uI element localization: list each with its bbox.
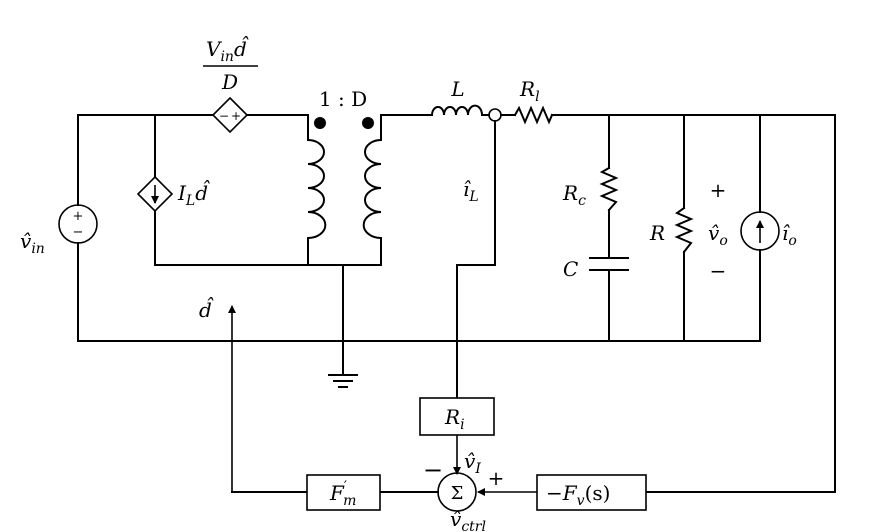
svg-text:Vind̂: Vind̂ [206, 35, 249, 65]
Fv-block [536, 474, 647, 511]
transformer [306, 117, 383, 240]
resistor-R [674, 206, 694, 254]
svg-text:+: + [231, 109, 241, 123]
label-vctrl: v̂ctrl [450, 507, 486, 532]
label-vo: v̂o [708, 221, 728, 249]
label-R: R [649, 221, 665, 245]
wires [77, 114, 836, 496]
summing-junction [437, 472, 477, 512]
label-vI: v̂I [464, 449, 481, 477]
label-iL: îL [463, 177, 479, 205]
ground-symbol [328, 374, 358, 388]
Fm-block [306, 474, 381, 511]
Ri-block [419, 397, 495, 436]
label-sum: Σ [451, 483, 464, 504]
svg-text:+: + [73, 209, 84, 224]
label-sum-plus: + [488, 466, 505, 490]
resistor-Rl [513, 105, 554, 125]
vin-voltage-source: + − [58, 204, 98, 244]
svg-text:D: D [221, 70, 238, 94]
label-Ri: Ri [444, 405, 465, 433]
io-current-source [740, 211, 780, 251]
label-L: L [450, 77, 464, 101]
label-vin: v̂in [20, 229, 45, 257]
label-vo-minus: − [710, 259, 727, 283]
label-Fv: −Fv(s) [546, 481, 610, 509]
label-turns-ratio: 1 : D [319, 87, 367, 111]
svg-text:−: − [219, 109, 229, 123]
svg-text:−: − [73, 225, 84, 240]
label-C: C [563, 257, 578, 281]
resistor-Rc [599, 166, 619, 212]
label-io: îo [782, 221, 797, 249]
label-vo-plus: + [710, 178, 727, 202]
capacitor-C [589, 257, 629, 271]
label-ILd: ILd̂ [177, 179, 210, 209]
label-Fm: F′m [329, 479, 356, 509]
dependent-current-source [136, 175, 174, 213]
inductor-L [430, 104, 484, 117]
dependent-voltage-source: − + [211, 96, 249, 134]
label-Rc: Rc [562, 181, 586, 209]
label-dhat: d̂ [199, 296, 214, 322]
label-sum-minus: − [423, 456, 443, 484]
label-vin-dhat-over-D: Vind̂ D [203, 35, 258, 94]
sense-node [488, 108, 502, 122]
label-Rl: Rl [519, 77, 540, 105]
